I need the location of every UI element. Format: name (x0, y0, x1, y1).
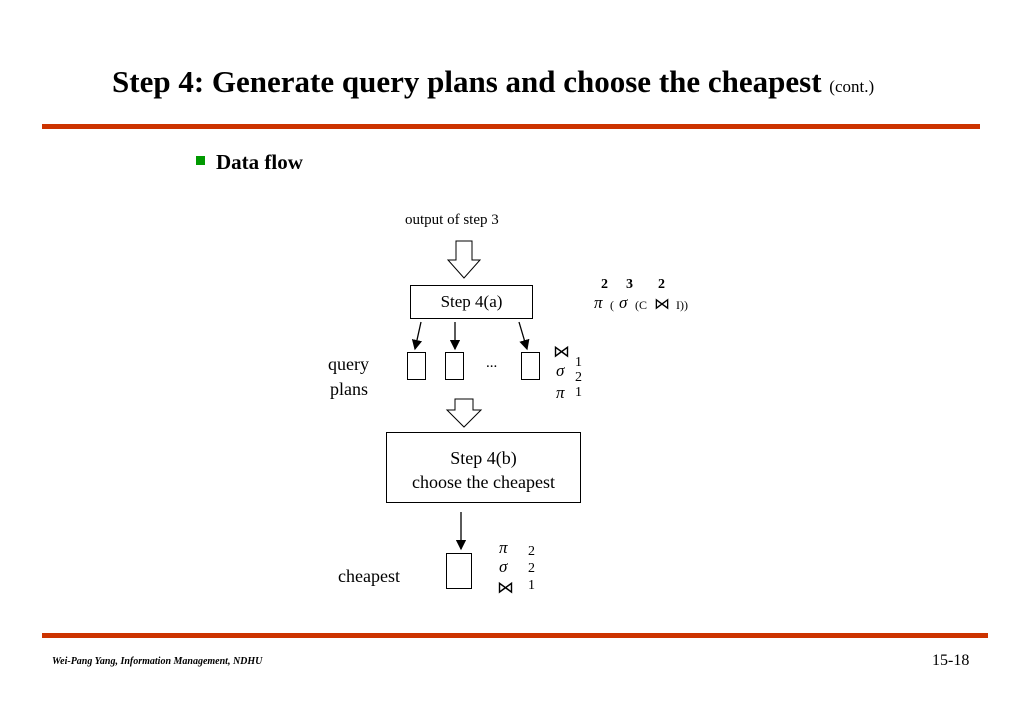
step-4b-line2: choose the cheapest (412, 472, 555, 492)
query-plans-label-1: query (328, 354, 369, 374)
step-4a-box: Step 4(a) (410, 285, 533, 319)
page-number: 15-18 (932, 652, 970, 669)
bullet-item: Data flow (196, 150, 303, 175)
plan-sigma-op: σ (556, 361, 565, 380)
plan-pi-num: 1 (575, 385, 582, 400)
query-plan-box-1 (407, 352, 426, 380)
arrow-plan-3 (518, 321, 530, 351)
expr-sub-join: 2 (658, 277, 665, 292)
bullet-square-icon (196, 156, 205, 165)
plans-ellipsis: ... (486, 355, 498, 371)
expr-sub-sigma: 3 (626, 277, 633, 292)
cheapest-pi-num: 2 (528, 544, 535, 559)
expr-c: (C (635, 298, 647, 312)
plan-pi-op: π (556, 383, 565, 402)
slide-title: Step 4: Generate query plans and choose … (112, 64, 874, 100)
expr-paren: ( (610, 298, 614, 312)
cheapest-plan-box (446, 553, 472, 589)
expr-sigma: σ (619, 293, 628, 312)
cheapest-join-num: 1 (528, 578, 535, 593)
plan-join-op: ⋈ (553, 342, 570, 361)
input-label: output of step 3 (405, 212, 499, 228)
cheapest-pi-op: π (499, 538, 508, 557)
expr-pi: π (594, 293, 603, 312)
header-rule (42, 124, 980, 129)
cheapest-sigma-op: σ (499, 557, 508, 576)
query-plan-box-2 (445, 352, 464, 380)
arrow-plan-1 (411, 321, 423, 351)
plan-join-num: 1 (575, 355, 582, 370)
cheapest-sigma-num: 2 (528, 561, 535, 576)
cheapest-label: cheapest (338, 566, 400, 586)
title-text: Step 4: Generate query plans and choose … (112, 64, 822, 99)
step-4a-label: Step 4(a) (440, 292, 503, 311)
title-suffix: (cont.) (829, 77, 875, 96)
footer-author: Wei-Pang Yang, Information Management, N… (52, 656, 263, 667)
cheapest-join-op: ⋈ (497, 578, 514, 597)
query-plans-label-2: plans (330, 379, 368, 399)
block-arrow-middle (445, 398, 483, 428)
expr-sub-pi: 2 (601, 277, 608, 292)
step-4b-line1: Step 4(b) (450, 448, 517, 468)
block-arrow-top (446, 240, 482, 279)
expr-join: ⋈ (654, 296, 670, 313)
query-plan-box-3 (521, 352, 540, 380)
step-4b-box: Step 4(b) choose the cheapest (386, 432, 581, 503)
footer-rule (42, 633, 988, 638)
bullet-text: Data flow (216, 150, 303, 174)
plan-sigma-num: 2 (575, 370, 582, 385)
expr-i: I)) (676, 298, 688, 312)
